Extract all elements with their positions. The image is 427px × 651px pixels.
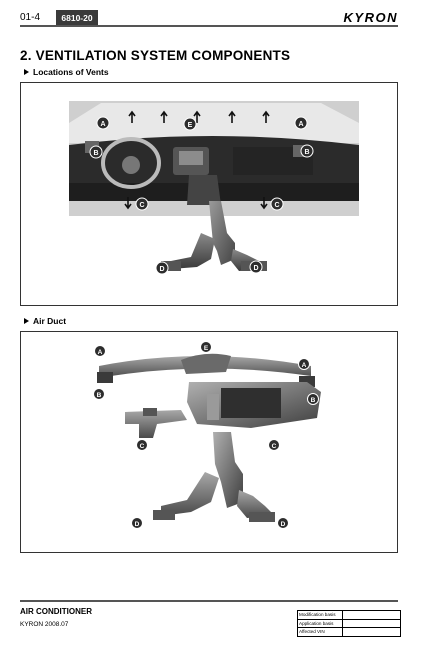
- footer-basis-table: Modification basis Application basis Aff…: [297, 610, 401, 637]
- svg-text:A: A: [100, 121, 105, 128]
- floor-duct: [209, 201, 235, 265]
- table-cell-value: [342, 618, 401, 628]
- table-row: Affected VIN: [297, 627, 401, 637]
- bullet-triangle-icon: [24, 318, 29, 324]
- table-cell-value: [342, 610, 401, 620]
- svg-text:D: D: [135, 521, 140, 528]
- svg-text:C: C: [140, 443, 145, 450]
- table-cell-label: Affected VIN: [297, 627, 343, 637]
- table-cell-label: Modification basis: [297, 610, 343, 620]
- svg-text:C: C: [139, 202, 144, 209]
- left-vent: [97, 372, 113, 383]
- section-code-badge: 6810-20: [56, 10, 98, 25]
- page-number: 01-4: [20, 12, 41, 23]
- footer-chapter-title: AIR CONDITIONER: [20, 607, 92, 616]
- dashboard-illustration: A A B B C C D D E: [69, 101, 359, 275]
- svg-text:B: B: [304, 149, 309, 156]
- heading-label: Locations of Vents: [33, 67, 109, 77]
- heading-label: Air Duct: [33, 316, 67, 326]
- figure-vent-locations: A A B B C C D D E: [20, 82, 398, 306]
- steering-wheel: [101, 137, 161, 189]
- svg-text:B: B: [97, 392, 102, 399]
- heading-locations-of-vents: Locations of Vents: [24, 67, 109, 77]
- airflow-down-arrows: [124, 197, 268, 210]
- brand-logo: KYRON: [343, 10, 398, 25]
- air-duct-illustration: A A B B C C D D E: [93, 341, 321, 529]
- svg-text:E: E: [188, 122, 193, 129]
- svg-text:C: C: [274, 202, 279, 209]
- table-row: Application basis: [297, 618, 401, 628]
- footer-divider: [20, 600, 398, 602]
- svg-text:D: D: [159, 266, 164, 273]
- footer-model: KYRON 2008.07: [20, 621, 69, 628]
- svg-text:E: E: [204, 345, 209, 352]
- svg-text:D: D: [281, 521, 286, 528]
- table-cell-value: [342, 627, 401, 637]
- callout-markers: A A B B C C D D E: [93, 341, 319, 529]
- svg-text:B: B: [311, 397, 316, 404]
- header-divider: [20, 25, 398, 27]
- bullet-triangle-icon: [24, 69, 29, 75]
- table-row: Modification basis: [297, 610, 401, 620]
- console-duct: [213, 432, 243, 508]
- svg-text:A: A: [298, 121, 303, 128]
- figure-air-duct: A A B B C C D D E: [20, 331, 398, 553]
- page-title: 2. VENTILATION SYSTEM COMPONENTS: [20, 48, 291, 63]
- svg-text:D: D: [253, 265, 258, 272]
- right-vent: [299, 376, 315, 387]
- svg-text:C: C: [272, 443, 277, 450]
- heading-air-duct: Air Duct: [24, 316, 66, 326]
- airflow-up-arrows: [128, 110, 270, 123]
- svg-text:A: A: [98, 349, 103, 356]
- callout-markers: A A B B C C D D E: [89, 116, 314, 275]
- table-cell-label: Application basis: [297, 618, 343, 628]
- svg-text:A: A: [302, 362, 307, 369]
- svg-text:B: B: [93, 150, 98, 157]
